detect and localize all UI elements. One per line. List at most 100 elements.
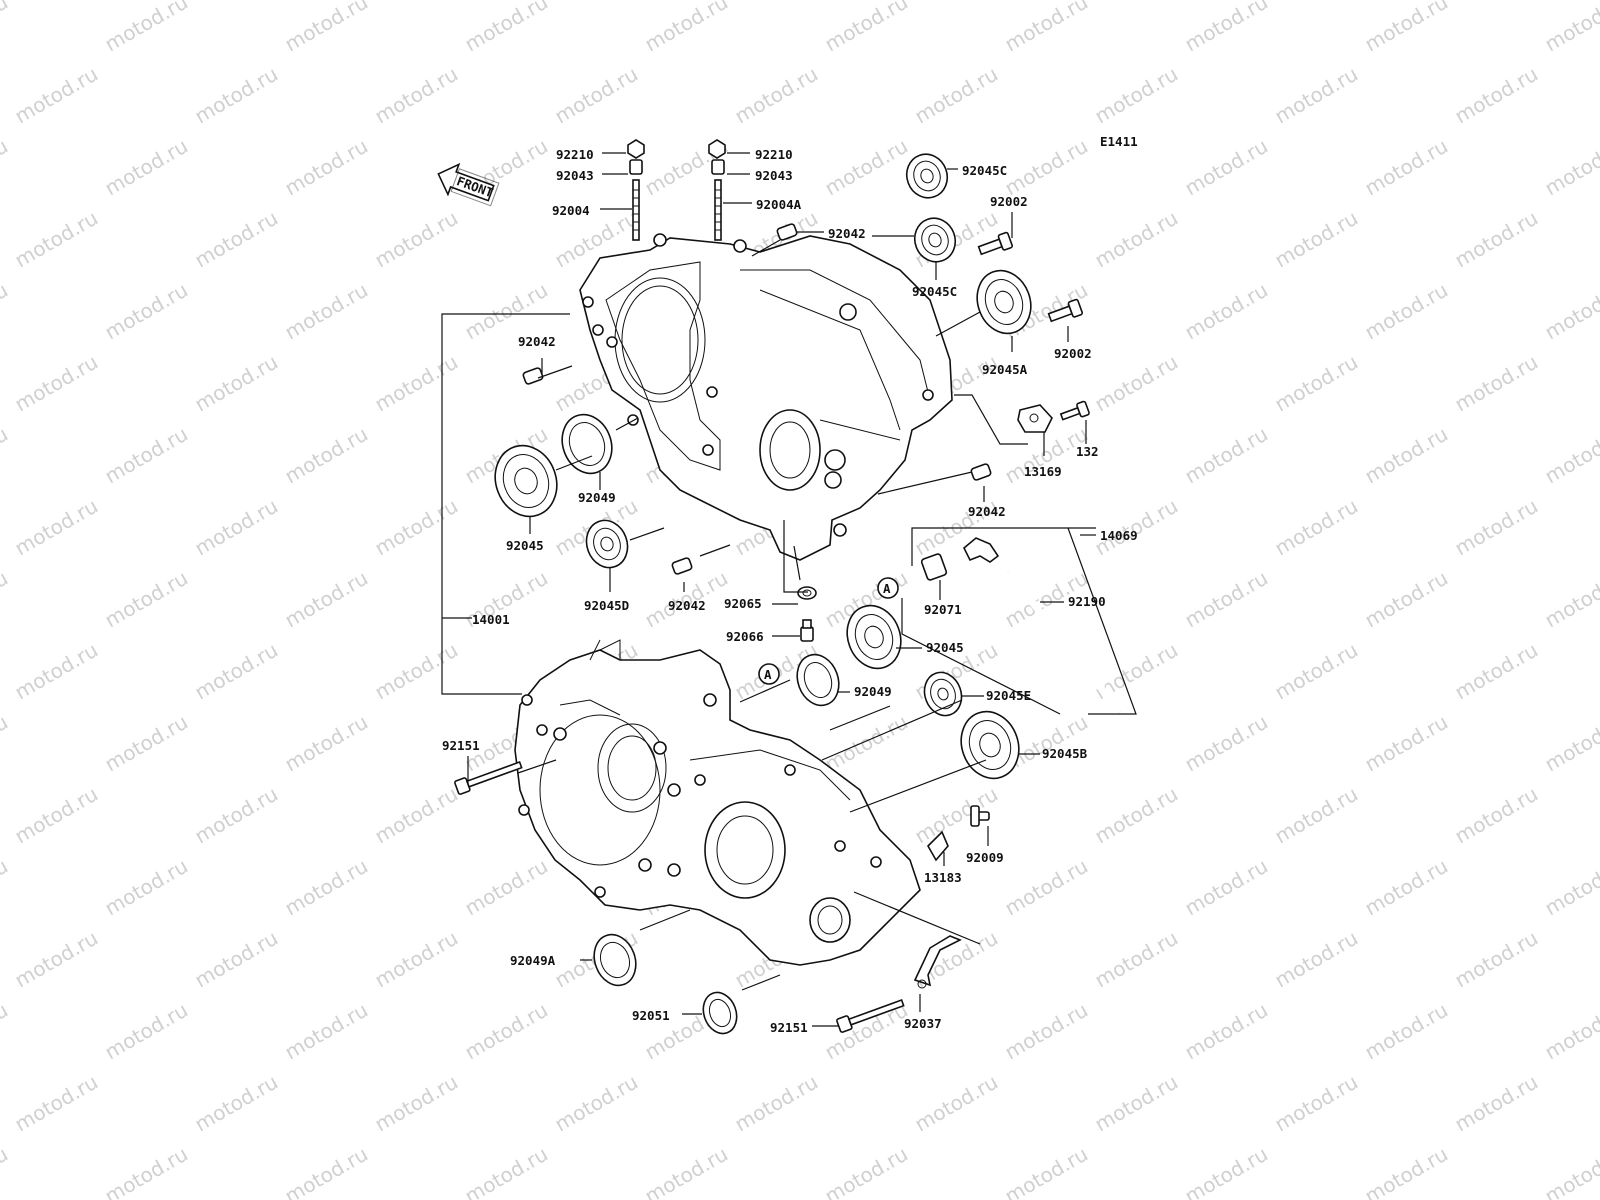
watermark-text: motod.ru	[101, 0, 192, 56]
label-92210-left: 92210	[556, 147, 594, 162]
watermark-text: motod.ru	[191, 1070, 282, 1137]
label-92210-right: 92210	[755, 147, 793, 162]
watermark-text: motod.ru	[1181, 710, 1272, 777]
label-92045e: 92045E	[986, 688, 1031, 703]
watermark-text: motod.ru	[1361, 566, 1452, 633]
watermark-text: motod.ru	[1361, 1142, 1452, 1200]
reference-circle-icon	[758, 663, 780, 685]
watermark-text: motod.ru	[0, 854, 12, 921]
watermark-text: motod.ru	[371, 62, 462, 129]
watermark-text: motod.ru	[191, 638, 282, 705]
label-92004a: 92004A	[756, 197, 802, 212]
label-92071: 92071	[924, 602, 962, 617]
watermark-text: motod.ru	[1181, 0, 1272, 56]
watermark-text: motod.ru	[1451, 206, 1542, 273]
watermark-text: motod.ru	[1361, 710, 1452, 777]
watermark-text: motod.ru	[371, 926, 462, 993]
watermark-text: motod.ru	[1541, 278, 1600, 345]
label-92002-top: 92002	[990, 194, 1028, 209]
svg-text:A: A	[883, 581, 891, 596]
watermark-text: motod.ru	[1181, 854, 1272, 921]
watermark-text: motod.ru	[821, 1142, 912, 1200]
part-labels: 92210 92043 92004 92210 92043 92004A 920…	[442, 147, 1138, 1035]
watermark-text: motod.ru	[191, 782, 282, 849]
watermark-text: motod.ru	[281, 710, 372, 777]
upper-crankcase-half	[579, 233, 953, 561]
watermark-text: motod.ru	[11, 62, 102, 129]
watermark-text: motod.ru	[0, 278, 12, 345]
watermark-text: motod.ru	[1091, 494, 1182, 561]
watermark-text: motod.ru	[191, 62, 282, 129]
watermark-text: motod.ru	[101, 422, 192, 489]
watermark-text: motod.ru	[101, 854, 192, 921]
watermark-text: motod.ru	[1541, 710, 1600, 777]
label-92045-left: 92045	[506, 538, 544, 553]
watermark-text: motod.ru	[101, 278, 192, 345]
watermark-text: motod.ru	[1181, 422, 1272, 489]
watermark-text: motod.ru	[1091, 206, 1182, 273]
watermark-text: motod.ru	[1271, 62, 1362, 129]
watermark-text: motod.ru	[101, 998, 192, 1065]
breather-assembly	[920, 537, 1123, 715]
watermark-text: motod.ru	[11, 494, 102, 561]
nut-icon	[627, 139, 645, 159]
watermark-text: motod.ru	[641, 0, 732, 56]
label-92042-bottom: 92042	[668, 598, 706, 613]
watermark-text: motod.ru	[1541, 566, 1600, 633]
watermark-text: motod.ru	[0, 0, 12, 56]
watermark-text: motod.ru	[281, 998, 372, 1065]
watermark-text: motod.ru	[281, 422, 372, 489]
label-92151-bottom: 92151	[770, 1020, 808, 1035]
watermark-text: motod.ru	[371, 782, 462, 849]
svg-text:A: A	[764, 667, 772, 682]
label-13169: 13169	[1024, 464, 1062, 479]
watermark-text: motod.ru	[821, 710, 912, 777]
watermark-text: motod.ru	[1181, 278, 1272, 345]
watermark-text: motod.ru	[101, 566, 192, 633]
watermark-text: motod.ru	[821, 134, 912, 201]
watermark-text: motod.ru	[1271, 494, 1362, 561]
watermark-text: motod.ru	[641, 1142, 732, 1200]
watermark-text: motod.ru	[1451, 638, 1542, 705]
reference-markers: A A	[758, 577, 899, 685]
reference-circle-icon	[877, 577, 899, 599]
watermark-text: motod.ru	[281, 1142, 372, 1200]
watermark-text: motod.ru	[911, 62, 1002, 129]
watermark-text: motod.ru	[11, 350, 102, 417]
watermark-text: motod.ru	[1271, 638, 1362, 705]
watermark-text: motod.ru	[1271, 1070, 1362, 1137]
watermark-text: motod.ru	[1091, 926, 1182, 993]
label-92049-lower: 92049	[854, 684, 892, 699]
lower-crankcase-half	[514, 639, 921, 966]
watermark-text: motod.ru	[1091, 350, 1182, 417]
bearings-and-seals	[494, 153, 1032, 1035]
label-92009: 92009	[966, 850, 1004, 865]
watermark-text: motod.ru	[1451, 494, 1542, 561]
watermark-text: motod.ru	[191, 350, 282, 417]
label-92004: 92004	[552, 203, 590, 218]
diagram-code: E1411	[1100, 134, 1138, 149]
watermark-text: motod.ru	[551, 62, 642, 129]
watermark-text: motod.ru	[1181, 134, 1272, 201]
watermark-text: motod.ru	[1361, 0, 1452, 56]
watermark-text: motod.ru	[371, 1070, 462, 1137]
watermark-text: motod.ru	[371, 206, 462, 273]
watermark-text: motod.ru	[281, 854, 372, 921]
watermark-text: motod.ru	[1001, 854, 1092, 921]
label-92151-left: 92151	[442, 738, 480, 753]
watermark-text: motod.ru	[191, 926, 282, 993]
watermark-text: motod.ru	[0, 422, 12, 489]
label-14069: 14069	[1100, 528, 1138, 543]
label-92043-right: 92043	[755, 168, 793, 183]
watermark-text: motod.ru	[281, 0, 372, 56]
watermark-text: motod.ru	[1541, 0, 1600, 56]
watermark-text: motod.ru	[1541, 422, 1600, 489]
watermark-text: motod.ru	[11, 206, 102, 273]
label-92002-mid: 92002	[1054, 346, 1092, 361]
watermark-text: motod.ru	[911, 1070, 1002, 1137]
label-92045c-top: 92045C	[962, 163, 1007, 178]
watermark-text: motod.ru	[1271, 206, 1362, 273]
watermark-text: motod.ru	[1541, 1142, 1600, 1200]
watermark-text: motod.ru	[11, 926, 102, 993]
